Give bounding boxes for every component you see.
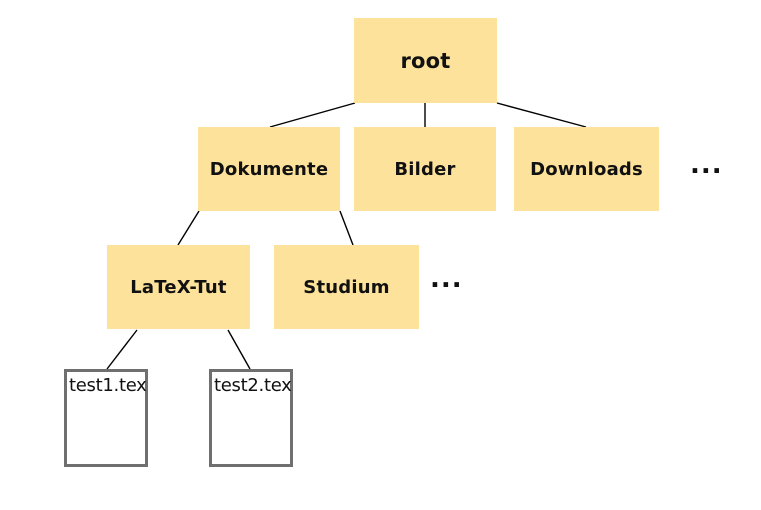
ellipsis-dokumente-children: ... [430,264,463,294]
node-file-test2: test2.tex [209,369,293,467]
node-studium: Studium [274,245,419,329]
node-latex-tut-label: LaTeX-Tut [130,276,227,298]
node-root-label: root [400,48,451,73]
node-file-test2-label: test2.tex [214,375,292,396]
node-downloads-label: Downloads [530,158,643,180]
edge-root-dokumente [269,102,356,128]
edge-latex-tut-test2 [227,329,251,370]
node-latex-tut: LaTeX-Tut [107,245,250,329]
ellipsis-root-children: ... [690,150,723,180]
node-downloads: Downloads [514,127,659,211]
node-bilder-label: Bilder [394,158,456,180]
edge-latex-tut-test1 [106,329,138,370]
node-dokumente: Dokumente [198,127,340,211]
node-dokumente-label: Dokumente [209,158,329,180]
node-file-test1: test1.tex [64,369,148,467]
edge-dokumente-studium [339,210,354,246]
edge-root-downloads [496,102,587,128]
node-studium-label: Studium [303,276,390,298]
node-file-test1-label: test1.tex [69,375,147,396]
node-root: root [354,18,497,103]
node-bilder: Bilder [354,127,496,211]
edge-dokumente-latex-tut [177,210,200,246]
